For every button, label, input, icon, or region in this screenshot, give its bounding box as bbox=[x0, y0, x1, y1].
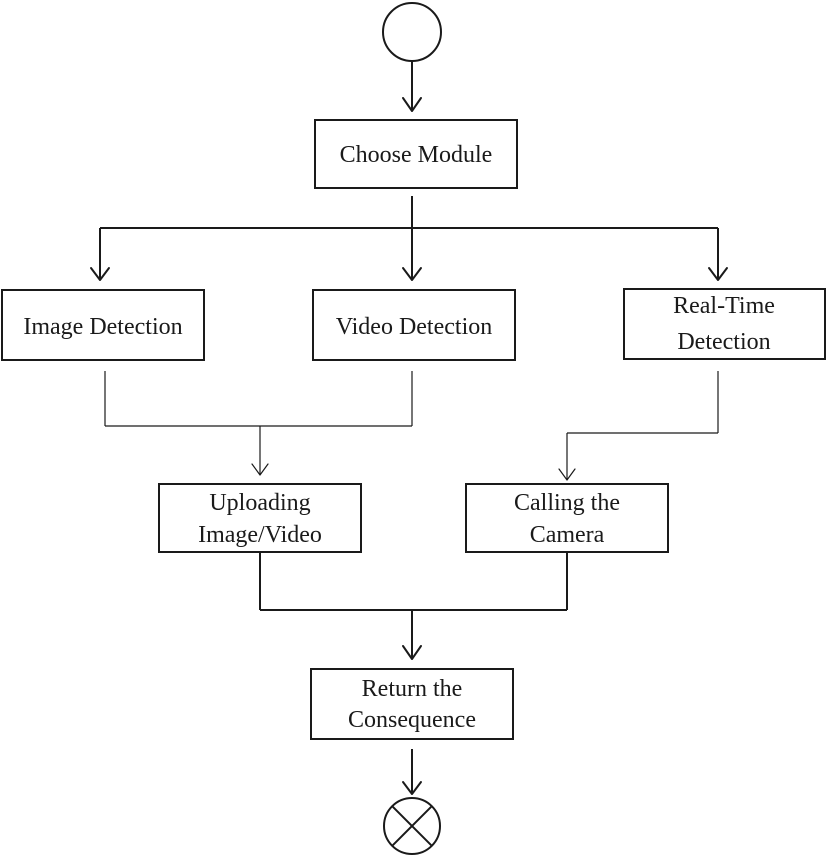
start-node-icon bbox=[382, 2, 442, 62]
uploading-label-line1: Uploading bbox=[209, 490, 310, 516]
branch-choose-to-detections bbox=[90, 196, 728, 281]
arrow-start-to-choose bbox=[402, 61, 422, 112]
video-detection-label: Video Detection bbox=[336, 314, 493, 340]
image-detection-label: Image Detection bbox=[23, 314, 182, 340]
realtime-detection-label-line2: Detection bbox=[677, 329, 770, 355]
calling-camera-box: Calling the Camera bbox=[465, 483, 669, 553]
image-detection-box: Image Detection bbox=[1, 289, 205, 361]
return-consequence-label-line2: Consequence bbox=[348, 707, 476, 733]
calling-camera-label-line1: Calling the bbox=[514, 490, 620, 516]
video-detection-box: Video Detection bbox=[312, 289, 516, 361]
end-node-icon bbox=[383, 797, 441, 855]
uploading-label-line2: Image/Video bbox=[198, 522, 322, 548]
choose-module-box: Choose Module bbox=[314, 119, 518, 189]
calling-camera-label-line2: Camera bbox=[530, 522, 605, 548]
choose-module-label: Choose Module bbox=[340, 142, 493, 168]
merge-image-video-to-uploading bbox=[104, 371, 413, 476]
merge-to-return-consequence bbox=[259, 552, 568, 660]
realtime-to-calling-camera bbox=[558, 371, 719, 481]
return-consequence-box: Return the Consequence bbox=[310, 668, 514, 740]
realtime-detection-box: Real-Time Detection bbox=[623, 288, 826, 360]
return-consequence-label-line1: Return the bbox=[362, 676, 463, 702]
arrow-return-to-end bbox=[402, 749, 422, 795]
realtime-detection-label-line1: Real-Time bbox=[673, 293, 775, 319]
uploading-box: Uploading Image/Video bbox=[158, 483, 362, 553]
